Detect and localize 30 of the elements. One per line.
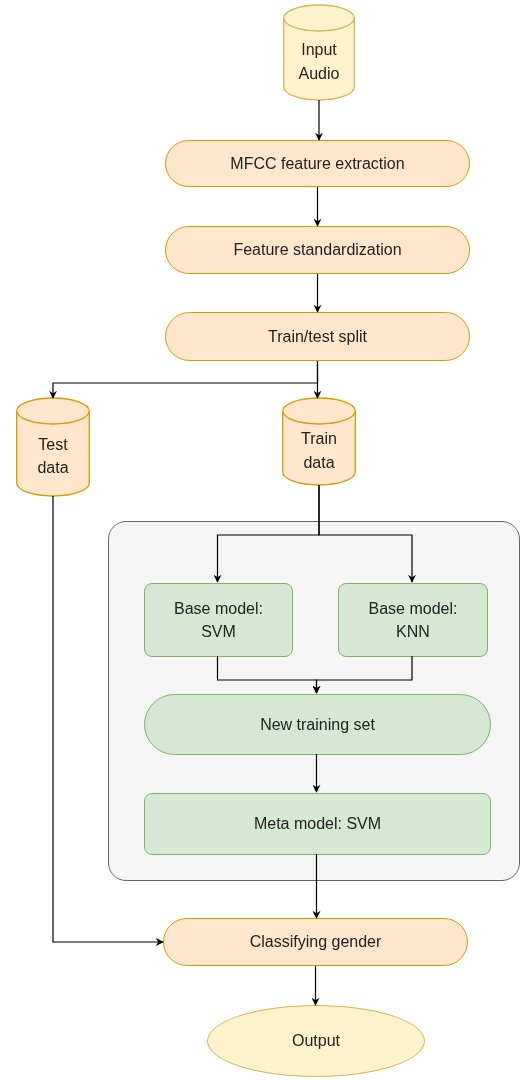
node-label: Meta model: SVM <box>253 814 382 835</box>
node-label: Output <box>292 1031 340 1052</box>
node-label: Input Audio <box>297 40 341 84</box>
arrow <box>52 495 164 946</box>
arrow <box>318 484 416 583</box>
process-box <box>144 583 293 657</box>
arrow <box>313 186 322 227</box>
arrow <box>313 273 322 313</box>
arrow <box>311 965 320 1006</box>
arrow <box>315 99 323 141</box>
process-box <box>163 918 468 966</box>
node-label: Train data <box>300 429 338 473</box>
process-box <box>165 226 470 274</box>
node-label: Test data <box>36 434 70 478</box>
node-label: Feature standardization <box>233 240 402 261</box>
arrow <box>313 360 322 399</box>
node-label: Classifying gender <box>249 932 382 953</box>
node-label: MFCC feature extraction <box>230 153 405 174</box>
node-label: Base model: KNN <box>367 598 459 642</box>
arrow <box>312 655 413 694</box>
process-box <box>144 793 491 855</box>
node-label: New training set <box>260 714 375 735</box>
process-box <box>165 140 470 187</box>
node-label: Train/test split <box>268 326 367 347</box>
arrow <box>312 753 321 793</box>
group-container <box>108 521 520 881</box>
arrow <box>312 853 321 919</box>
node-label: Base model: SVM <box>173 598 264 642</box>
process-box <box>165 312 470 361</box>
process-box <box>338 583 488 657</box>
